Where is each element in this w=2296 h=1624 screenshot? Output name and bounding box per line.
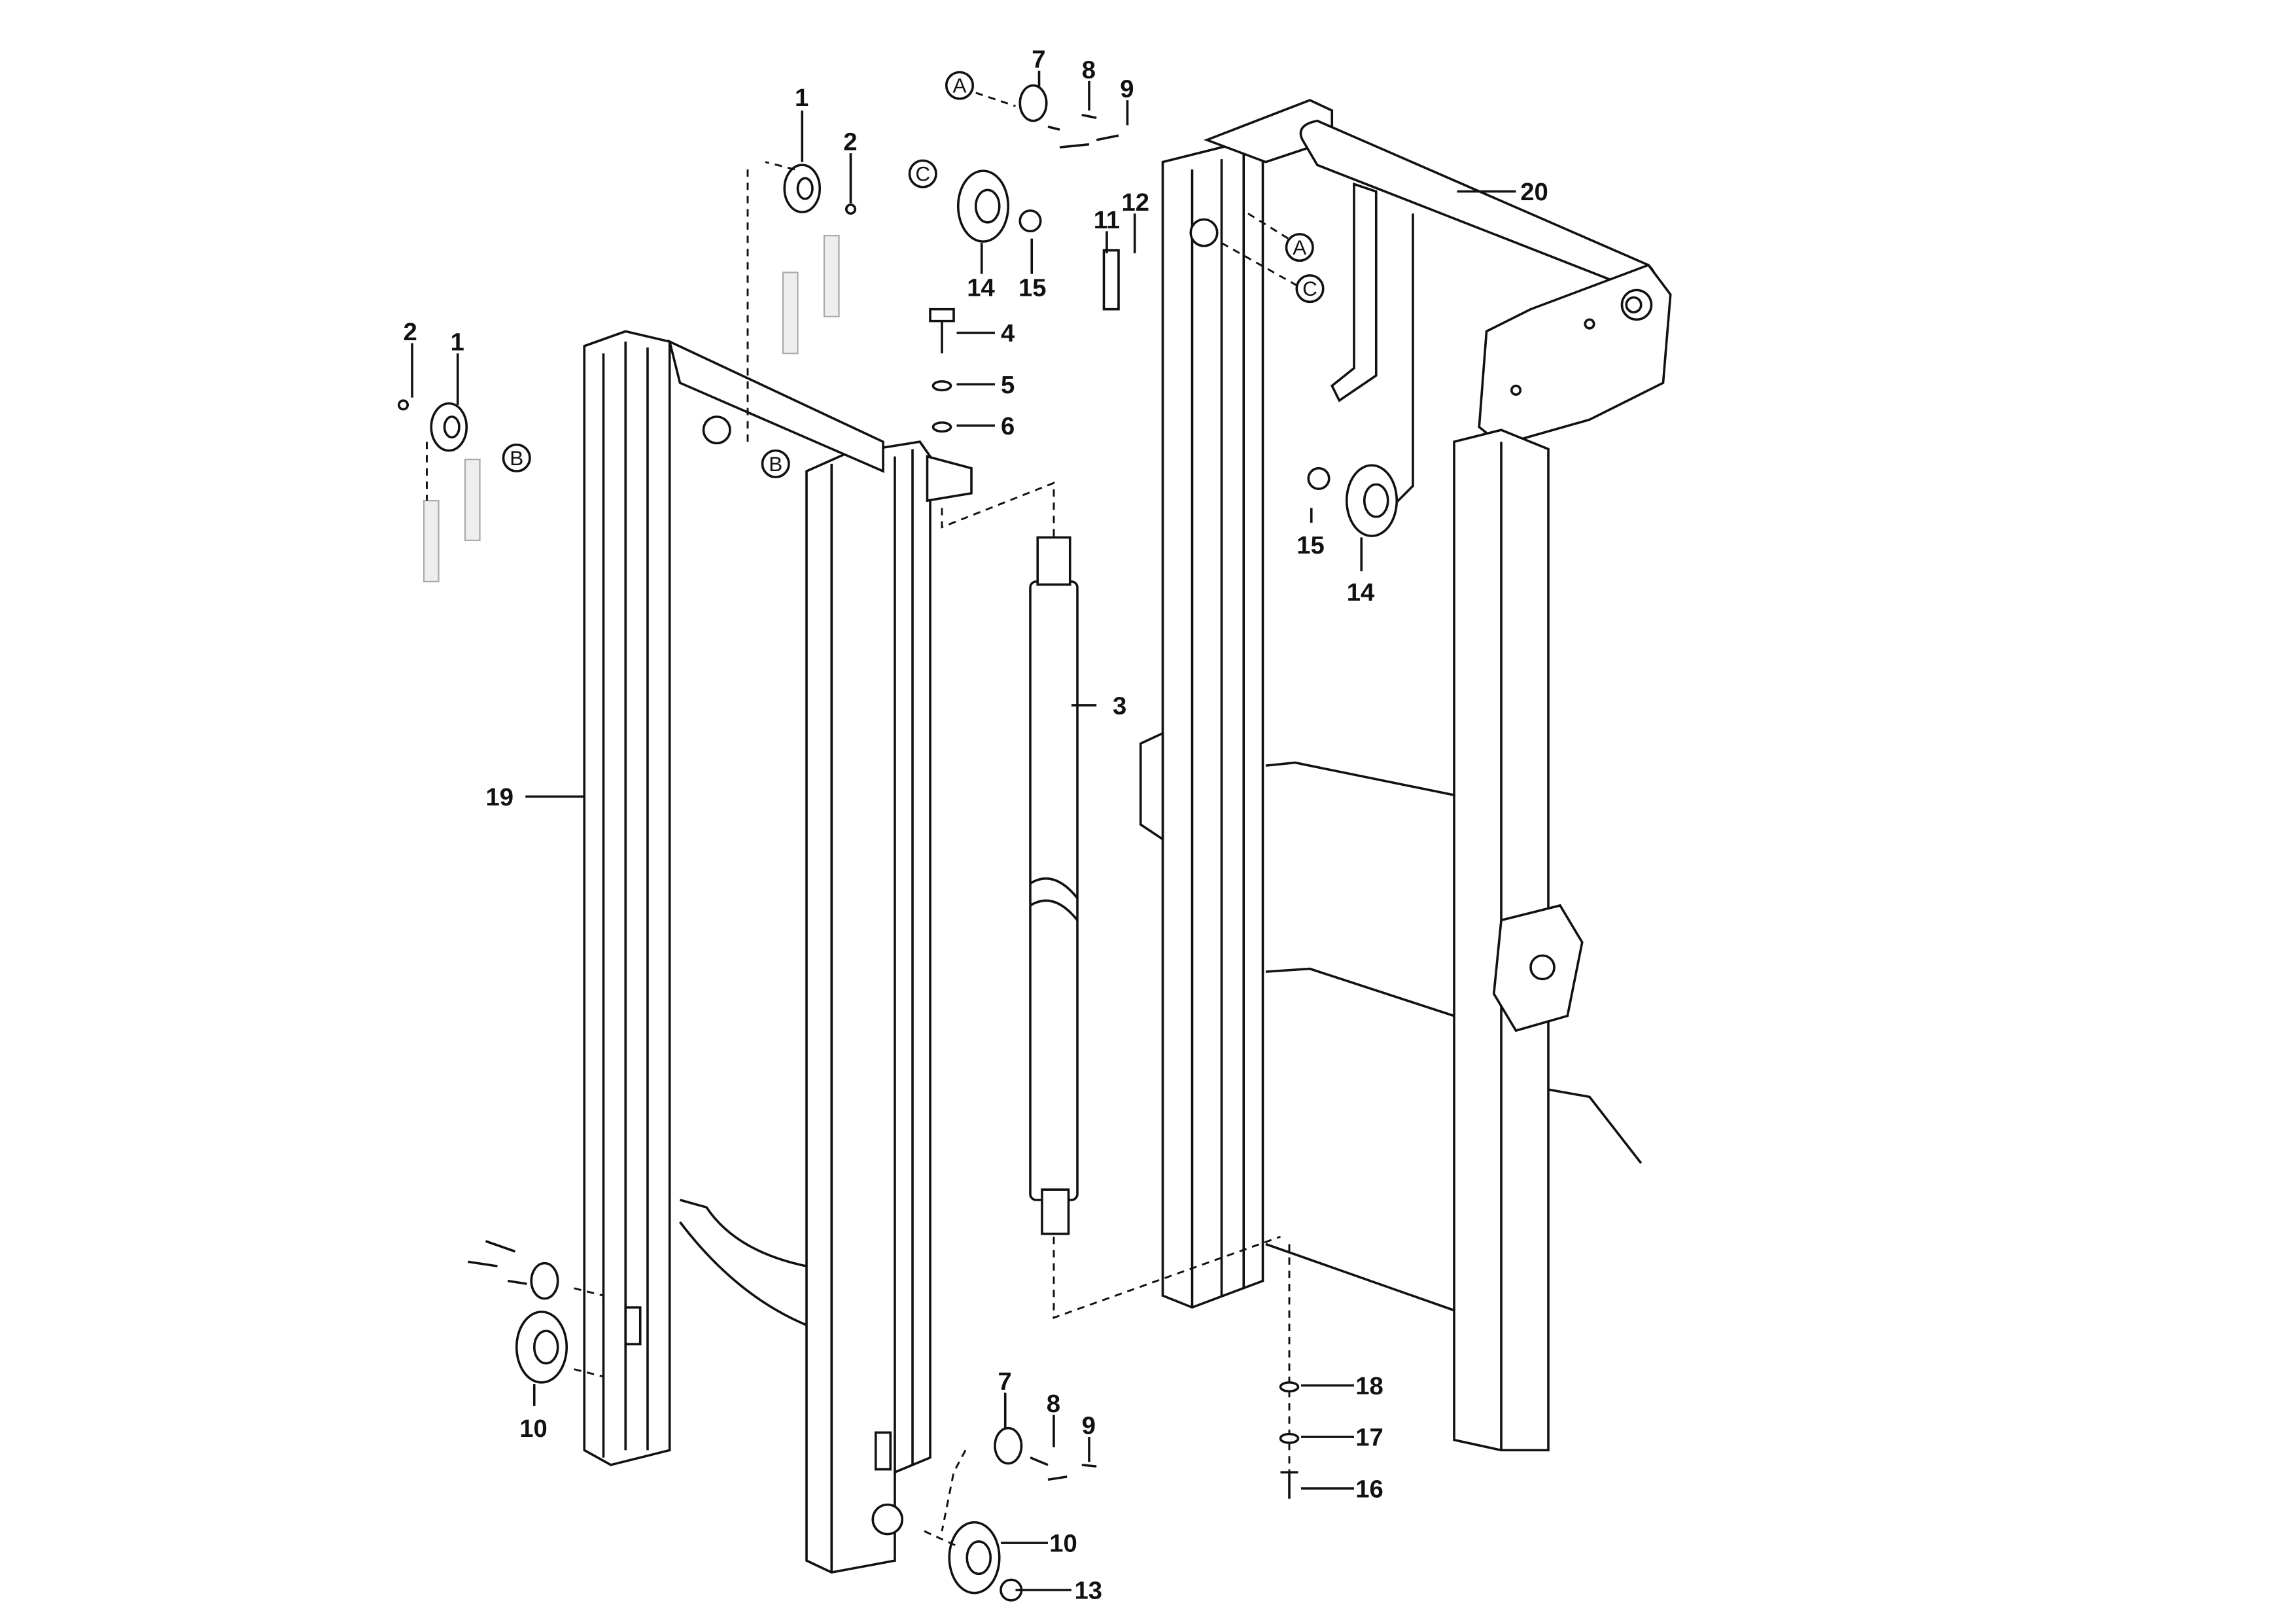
reference-markers: A A B B C C — [502, 71, 1325, 478]
callout-7: 7 — [1032, 46, 1045, 74]
ref-a-mast: A — [1293, 236, 1306, 259]
callout-10b: 10 — [1049, 1530, 1077, 1558]
callout-14b: 14 — [1347, 578, 1375, 607]
callout-8: 8 — [1082, 56, 1096, 84]
callout-12: 12 — [1122, 188, 1150, 217]
callout-19: 19 — [486, 783, 514, 811]
callout-15b: 15 — [1296, 531, 1325, 559]
lift-cylinder — [941, 481, 1281, 1319]
callout-3: 3 — [1113, 692, 1126, 720]
ref-b-left: B — [510, 446, 523, 470]
rollers — [397, 84, 1399, 1602]
callout-9: 9 — [1120, 75, 1134, 103]
ref-b-mast: B — [769, 452, 782, 476]
callout-20: 20 — [1520, 178, 1548, 206]
callout-11: 11 — [1094, 206, 1120, 234]
ref-c-top: C — [915, 162, 930, 186]
ref-a-top: A — [952, 74, 966, 97]
callout-14: 14 — [967, 274, 995, 302]
callout-1: 1 — [795, 84, 809, 112]
ref-c-mast: C — [1302, 277, 1317, 300]
callout-6: 6 — [1001, 412, 1015, 440]
leader-lines — [411, 71, 1516, 1591]
callout-16: 16 — [1355, 1475, 1383, 1503]
callout-15: 15 — [1018, 274, 1047, 302]
callout-8b: 8 — [1047, 1390, 1060, 1418]
callout-1b: 1 — [451, 328, 464, 357]
callout-17: 17 — [1355, 1424, 1383, 1452]
callout-10: 10 — [519, 1415, 548, 1443]
inner-mast — [583, 330, 973, 1574]
callout-9b: 9 — [1082, 1412, 1096, 1440]
callout-labels: 1 2 1 2 3 4 5 6 7 8 9 7 8 9 10 10 11 12 … — [404, 46, 1548, 1605]
callout-13: 13 — [1075, 1577, 1103, 1605]
callout-7b: 7 — [998, 1368, 1012, 1396]
callout-18: 18 — [1355, 1372, 1383, 1400]
callout-5: 5 — [1001, 371, 1015, 399]
callout-2: 2 — [843, 128, 857, 156]
callout-4: 4 — [1001, 319, 1015, 347]
callout-2b: 2 — [404, 318, 417, 346]
outer-mast — [1139, 99, 1672, 1452]
